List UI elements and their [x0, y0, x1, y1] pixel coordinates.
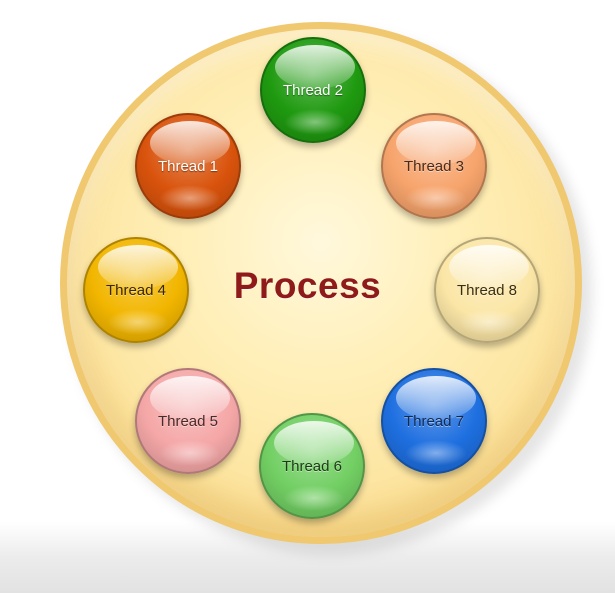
thread-label: Thread 3	[403, 158, 465, 175]
thread-gloss	[449, 245, 529, 289]
thread-label: Thread 5	[157, 413, 219, 430]
thread-node: Thread 8	[434, 237, 540, 343]
thread-label: Thread 6	[281, 458, 343, 475]
thread-glow	[107, 309, 169, 335]
thread-glow	[283, 485, 345, 511]
thread-gloss	[98, 245, 178, 289]
thread-gloss	[150, 121, 230, 165]
thread-glow	[284, 109, 346, 135]
thread-glow	[159, 185, 221, 211]
process-label: Process	[233, 265, 382, 306]
thread-gloss	[396, 121, 476, 165]
thread-glow	[405, 185, 467, 211]
thread-node: Thread 6	[259, 413, 365, 519]
thread-glow	[458, 309, 520, 335]
thread-label: Thread 7	[403, 413, 465, 430]
thread-label: Thread 1	[157, 158, 219, 175]
thread-label: Thread 8	[456, 282, 518, 299]
thread-node: Thread 4	[83, 237, 189, 343]
thread-gloss	[275, 45, 355, 89]
thread-gloss	[274, 421, 354, 465]
thread-node: Thread 5	[135, 368, 241, 474]
thread-node: Thread 2	[260, 37, 366, 143]
thread-label: Thread 4	[105, 282, 167, 299]
thread-glow	[405, 440, 467, 466]
thread-gloss	[396, 376, 476, 420]
thread-gloss	[150, 376, 230, 420]
thread-label: Thread 2	[282, 82, 344, 99]
thread-node: Thread 3	[381, 113, 487, 219]
thread-node: Thread 1	[135, 113, 241, 219]
thread-node: Thread 7	[381, 368, 487, 474]
thread-glow	[159, 440, 221, 466]
